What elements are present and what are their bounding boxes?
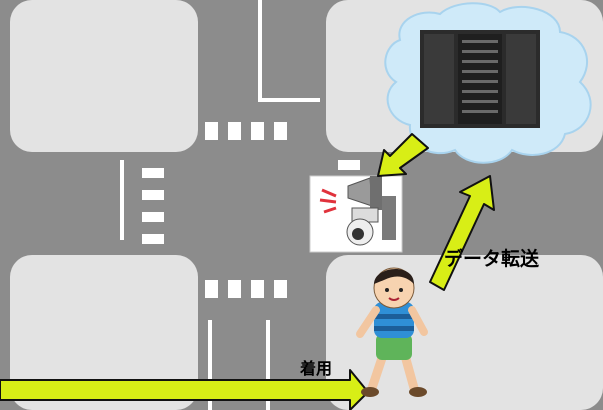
arrow-wear <box>0 369 369 410</box>
surveillance-camera-speaker-icon <box>309 175 403 253</box>
arrow-person-to-cloud <box>429 175 495 291</box>
data-transfer-label: データ転送 <box>444 248 540 270</box>
crosswalk-top <box>205 122 287 140</box>
arrow-cloud-to-camera <box>377 133 429 177</box>
cloud-server-icon <box>384 2 592 164</box>
crosswalk-left <box>142 168 164 244</box>
wear-label: 着用 <box>300 359 333 378</box>
server-rack-icon <box>420 30 540 128</box>
walking-boy-icon <box>356 267 428 397</box>
crosswalk-right <box>338 160 360 170</box>
crosswalk-bottom <box>205 280 287 298</box>
